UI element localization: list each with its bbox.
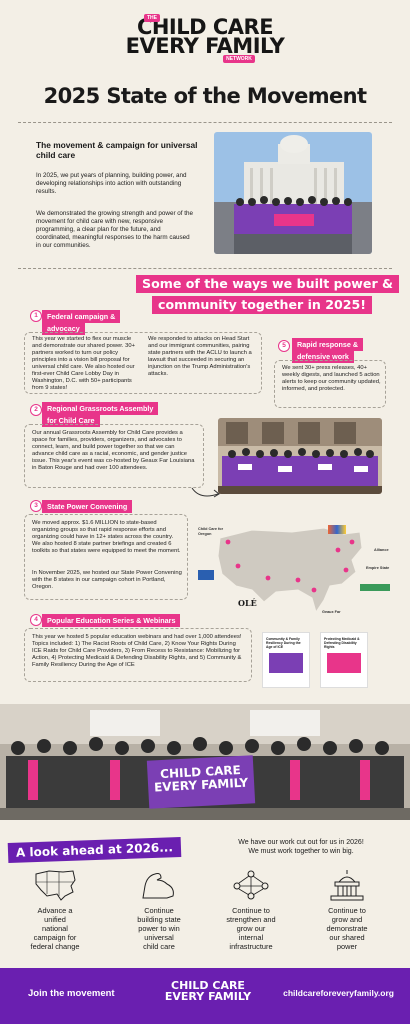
- people-network-icon: [233, 870, 269, 900]
- section-4-box: [24, 628, 252, 682]
- section-2-title-line1: Regional Grassroots Assembly: [42, 402, 159, 415]
- intro-heading: The movement & campaign for universal ch…: [36, 140, 198, 160]
- section-3-text-2: In November 2025, we hosted our State Po…: [32, 570, 182, 590]
- goal-4-line4: our shared: [329, 933, 365, 942]
- webinar-flyer-1: Community & Family Resiliency During the…: [262, 632, 310, 688]
- partner-logo-square: [198, 570, 214, 580]
- lookahead-note-line1: We have our work cut out for us in 2026!: [238, 839, 364, 846]
- section-5-number: 5: [278, 340, 290, 352]
- convening-group-photo: [0, 704, 410, 820]
- section-1-col1: This year we started to flex our muscle …: [32, 336, 135, 391]
- logo-line2-text: EVERY FAMILY: [125, 34, 285, 58]
- goal-1-line5: federal change: [30, 942, 80, 951]
- goal-4: Continue to grow and demonstrate our sha…: [306, 868, 388, 951]
- curved-arrow-icon: [191, 487, 220, 498]
- section-1-number: 1: [30, 310, 42, 322]
- goal-4-line3: demonstrate: [326, 924, 368, 933]
- grassroots-assembly-photo: [218, 418, 382, 494]
- partner-logo-oregon: Child Care for Oregon: [198, 527, 224, 536]
- divider: [18, 122, 392, 123]
- section-2-title-line2: for Child Care: [42, 414, 100, 427]
- logo-the-tag: THE: [144, 14, 160, 22]
- page-title: 2025 State of the Movement: [43, 84, 367, 108]
- intro-paragraph-1: In 2025, we put years of planning, build…: [36, 172, 187, 195]
- brand-logo: THE CHILD CARE EVERY FAMILY NETWORK: [0, 14, 410, 64]
- webinar-flyer-2: Protecting Medicaid & Defending Disabili…: [320, 632, 368, 688]
- section-2-number: 2: [30, 404, 42, 416]
- goal-2-line4: universal: [144, 933, 174, 942]
- partner-logo-colors: [328, 525, 346, 534]
- goal-3: Continue to strengthen and grow our inte…: [210, 868, 292, 951]
- goal-3-line2: strengthen and: [226, 915, 276, 924]
- goal-1-line4: campaign for: [33, 933, 77, 942]
- footer: Join the movement CHILD CARE EVERY FAMIL…: [0, 968, 410, 1024]
- website-link[interactable]: childcareforeveryfamily.org: [283, 988, 394, 998]
- section-4-number: 4: [30, 614, 42, 626]
- divider: [18, 268, 392, 269]
- goal-2-line3: power to win: [138, 924, 180, 933]
- us-map-icon: [35, 870, 76, 901]
- section-3-box: [24, 514, 188, 600]
- us-partner-map: [217, 527, 363, 614]
- goal-4-line2: grow and: [331, 915, 363, 924]
- section-1-box: [24, 332, 262, 394]
- section-3-title: State Power Convening: [42, 500, 133, 513]
- section-5-text: We sent 30+ press releases, 40+ weekly d…: [282, 365, 381, 392]
- goal-2: Continue building state power to win uni…: [118, 868, 200, 951]
- goal-3-line3: grow our: [236, 924, 266, 933]
- section-1-col2: We responded to attacks on Head Start an…: [148, 336, 252, 377]
- webinar-flyer-2-image: [327, 653, 361, 673]
- section-3-number: 3: [30, 500, 42, 512]
- section-5-title-line1: Rapid response &: [292, 338, 364, 351]
- webinar-flyer-1-image: [269, 653, 303, 673]
- logo-line1: CHILD CARE: [136, 15, 274, 39]
- partner-logo-green: [360, 584, 390, 591]
- join-movement-link[interactable]: Join the movement: [28, 988, 115, 999]
- partner-logo-geaux: Geaux Far: [322, 610, 341, 614]
- section-2-text: Our annual Grassroots Assembly for Child…: [32, 430, 195, 471]
- webinar-flyer-2-title: Protecting Medicaid & Defending Disabili…: [324, 637, 360, 649]
- goal-1: Advance a unified national campaign for …: [14, 868, 96, 951]
- goal-2-line5: child care: [143, 942, 175, 951]
- goal-1-line1: Advance a: [37, 906, 73, 915]
- section-1-title-line1: Federal campaign &: [42, 310, 121, 323]
- goal-1-line2: unified: [44, 915, 66, 924]
- lookahead-heading: A look ahead at 2026...: [7, 836, 182, 864]
- section-1-title-line2: advocacy: [42, 322, 85, 335]
- banner-line-2: community together in 2025!: [152, 296, 373, 314]
- partner-logo-ole: OLÉ: [238, 598, 257, 608]
- goal-4-line5: power: [336, 942, 358, 951]
- goal-2-line1: Continue: [144, 906, 174, 915]
- partner-logo-alliance: Alliance: [374, 548, 389, 552]
- section-4-text: This year we hosted 5 popular education …: [32, 634, 242, 668]
- section-2-box: [24, 424, 204, 488]
- lookahead-note: We have our work cut out for us in 2026!…: [206, 838, 396, 856]
- section-4-title: Popular Education Series & Webinars: [42, 614, 181, 627]
- section-5-box: [274, 360, 386, 408]
- flexed-arm-icon: [142, 873, 174, 899]
- group-photo-banner: CHILD CARE EVERY FAMILY: [146, 755, 256, 809]
- group-banner-line2: EVERY FAMILY: [153, 775, 249, 795]
- goal-4-line1: Continue to: [328, 906, 366, 915]
- section-3-text-1: We moved approx. $1.6 MILLION to state-b…: [32, 520, 181, 554]
- capitol-icon: [330, 870, 364, 901]
- webinar-flyer-1-title: Community & Family Resiliency During the…: [266, 637, 301, 649]
- footer-logo: CHILD CARE EVERY FAMILY: [158, 980, 258, 1002]
- goal-2-line2: building state: [137, 915, 181, 924]
- capitol-rally-photo: [214, 132, 372, 254]
- goal-3-line1: Continue to: [232, 906, 270, 915]
- footer-logo-line1: CHILD CARE: [171, 979, 245, 992]
- banner-line-1: Some of the ways we built power &: [136, 275, 400, 293]
- footer-logo-line2: EVERY FAMILY: [164, 990, 252, 1003]
- intro-paragraph-2: We demonstrated the growing strength and…: [36, 210, 194, 249]
- goal-3-line4: internal: [238, 933, 264, 942]
- lookahead-note-line2: We must work together to win big.: [248, 848, 354, 855]
- logo-line2: EVERY FAMILY: [0, 34, 410, 58]
- partner-logo-empire: Empire State: [366, 566, 390, 570]
- section-5-title-line2: defensive work: [292, 350, 354, 363]
- goal-3-line5: infrastructure: [229, 942, 273, 951]
- goal-1-line3: national: [42, 924, 68, 933]
- logo-network-tag: NETWORK: [223, 55, 255, 63]
